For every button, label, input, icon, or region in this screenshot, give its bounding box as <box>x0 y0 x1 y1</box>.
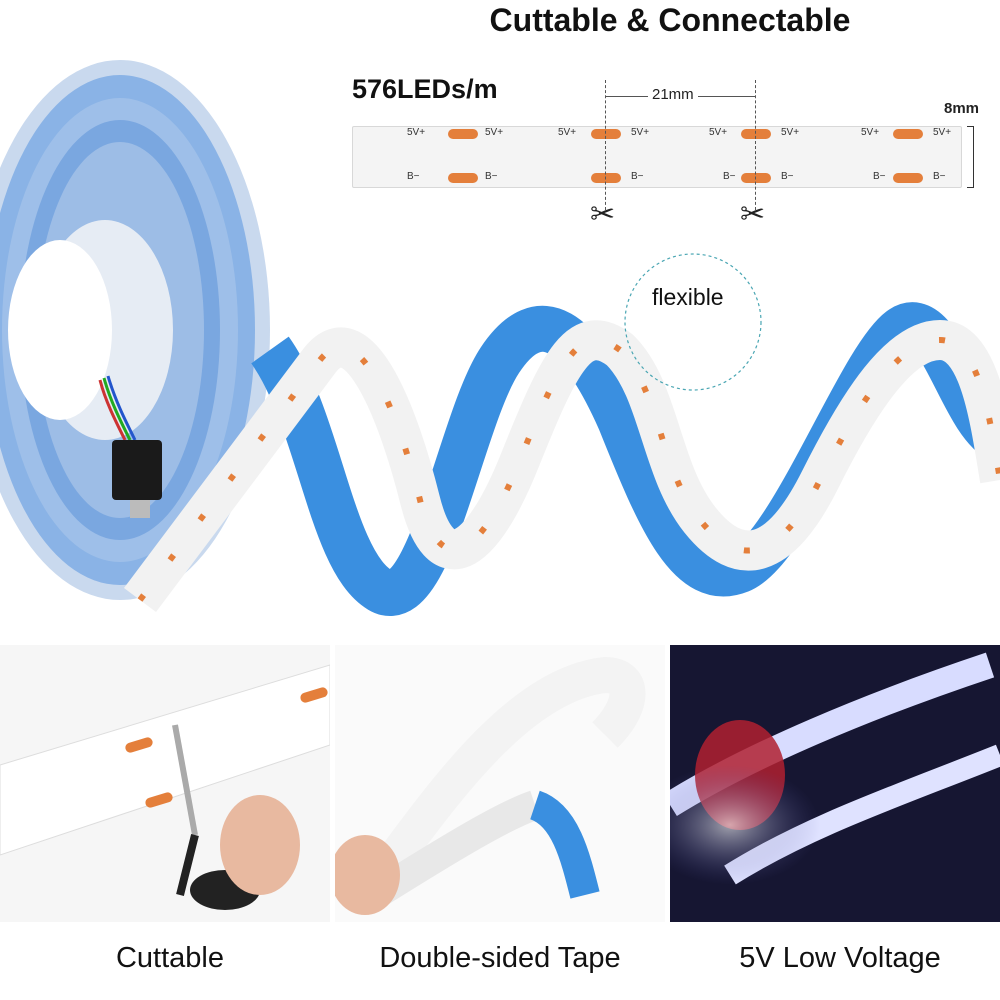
strip-front <box>124 319 1000 612</box>
negative-label: B− <box>407 171 420 182</box>
caption-cuttable: Cuttable <box>115 942 224 974</box>
cuttable-photo <box>0 645 330 922</box>
positive-label: 5V+ <box>861 127 880 138</box>
scissors-icon: ✂ <box>740 198 766 231</box>
double-sided-tape-photo <box>335 645 665 922</box>
strip-tape-back <box>250 302 1000 616</box>
strip-segment: 5V+ 5V+ 5V+ 5V+ 5V+ 5V+ 5V+ 5V+ B− B− B−… <box>352 126 962 188</box>
positive-label: 5V+ <box>709 127 728 138</box>
cut-line <box>605 80 606 210</box>
page-title: Cuttable & Connectable <box>489 2 851 38</box>
solder-pad <box>741 173 771 183</box>
scissors-icon: ✂ <box>590 198 616 231</box>
caption-low-voltage: 5V Low Voltage <box>739 942 941 974</box>
flexible-callout-circle <box>624 253 762 391</box>
positive-label: 5V+ <box>407 127 426 138</box>
solder-pad <box>741 129 771 139</box>
glowing-strip-illustration <box>670 652 1000 885</box>
solder-pad <box>448 129 478 139</box>
negative-label: B− <box>485 171 498 182</box>
reel <box>0 60 270 600</box>
positive-label: 5V+ <box>485 127 504 138</box>
flexible-label: flexible <box>652 284 724 310</box>
positive-label: 5V+ <box>558 127 577 138</box>
negative-label: B− <box>631 171 644 182</box>
cuttable-illustration <box>0 664 330 910</box>
solder-pad <box>893 129 923 139</box>
width-label: 8mm <box>944 100 980 117</box>
rgb-connector <box>98 375 162 518</box>
low-voltage-photo <box>670 645 1000 922</box>
strip-dimension-diagram: 5V+ 5V+ 5V+ 5V+ 5V+ 5V+ 5V+ 5V+ B− B− B−… <box>340 60 1000 250</box>
solder-pad <box>448 173 478 183</box>
positive-label: 5V+ <box>933 127 952 138</box>
negative-label: B− <box>933 171 946 182</box>
led-density-label: 576LEDs/m <box>352 74 498 104</box>
led-strip-illustration <box>0 60 1000 616</box>
width-bracket <box>967 126 974 188</box>
solder-pad <box>893 173 923 183</box>
negative-label: B− <box>781 171 794 182</box>
solder-pad <box>591 129 621 139</box>
spacing-label: 21mm <box>648 86 698 103</box>
negative-label: B− <box>723 171 736 182</box>
positive-label: 5V+ <box>631 127 650 138</box>
tape-illustration <box>335 656 646 915</box>
cut-line <box>755 80 756 210</box>
caption-double-sided-tape: Double-sided Tape <box>379 942 621 974</box>
positive-label: 5V+ <box>781 127 800 138</box>
solder-pad <box>591 173 621 183</box>
negative-label: B− <box>873 171 886 182</box>
